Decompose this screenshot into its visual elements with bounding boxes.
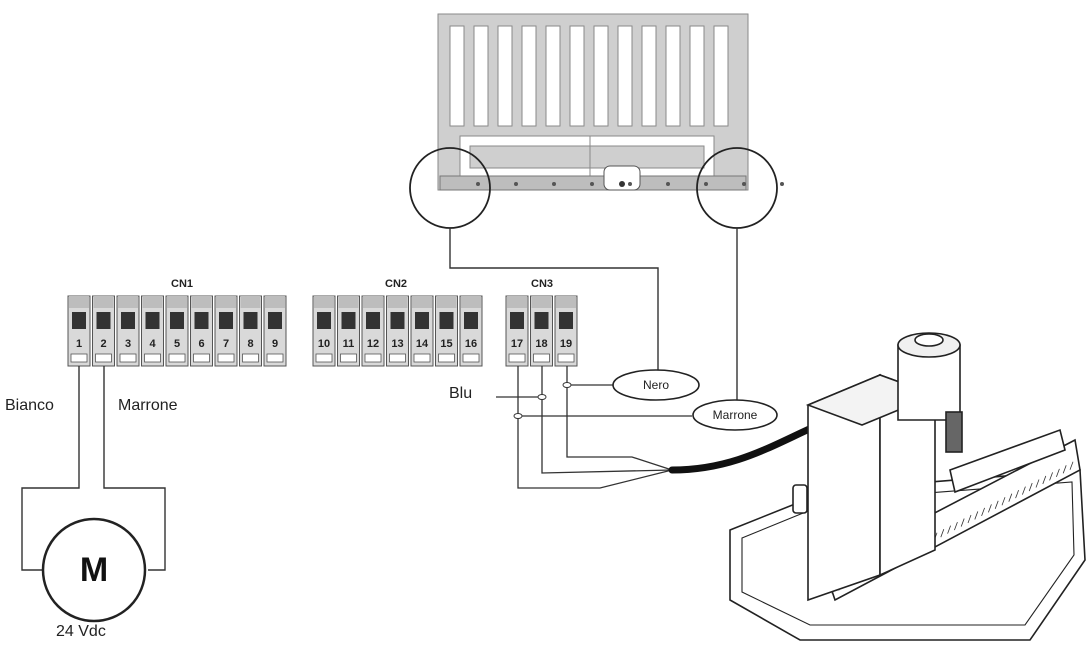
- terminal-14: [410, 295, 434, 367]
- terminal-blocks: [67, 295, 578, 367]
- terminal-13: [386, 295, 409, 367]
- blu-label: Blu: [449, 385, 473, 402]
- motor-symbol: [41, 517, 147, 623]
- marrone-tag: [692, 399, 778, 431]
- terminal-number-9: 9: [271, 338, 279, 350]
- terminal-number-19: 19: [559, 338, 573, 350]
- terminal-12: [361, 295, 385, 367]
- terminal-18: [530, 295, 553, 367]
- terminal-9: [263, 295, 287, 367]
- motor-voltage-label: 24 Vdc: [56, 623, 106, 640]
- gate-operator-illustration: [729, 332, 1086, 641]
- cn3-label: CN3: [531, 278, 554, 290]
- terminal-17: [505, 295, 529, 367]
- terminal-number-4: 4: [149, 338, 156, 350]
- terminal-number-14: 14: [415, 338, 429, 350]
- cn2-label: CN2: [385, 278, 408, 290]
- terminal-number-18: 18: [535, 338, 548, 350]
- terminal-number-6: 6: [198, 338, 205, 350]
- terminal-19: [554, 295, 578, 367]
- terminal-number-15: 15: [440, 338, 453, 350]
- terminal-5: [165, 295, 189, 367]
- terminal-1: [67, 295, 91, 367]
- terminal-number-12: 12: [366, 338, 380, 350]
- cn3-wiring: [496, 366, 692, 489]
- terminal-number-13: 13: [391, 338, 404, 350]
- terminal-4: [141, 295, 164, 367]
- terminal-3: [116, 295, 140, 367]
- terminal-7: [214, 295, 238, 367]
- gate-illustration: [437, 13, 784, 191]
- terminal-number-1: 1: [75, 338, 83, 350]
- terminal-number-3: 3: [124, 338, 132, 350]
- terminal-number-10: 10: [317, 338, 331, 350]
- terminal-6: [190, 295, 213, 367]
- terminal-15: [435, 295, 458, 367]
- terminal-10: [312, 295, 336, 367]
- terminal-number-5: 5: [173, 338, 181, 350]
- marrone-sensor-label: Marrone: [712, 408, 758, 422]
- terminal-number-16: 16: [464, 338, 478, 350]
- terminal-number-17: 17: [510, 338, 524, 350]
- terminal-number-11: 11: [342, 338, 355, 350]
- terminal-number-8: 8: [247, 338, 254, 350]
- cn1-label: CN1: [171, 278, 194, 290]
- bianco-label: Bianco: [5, 397, 54, 414]
- sensor-wire-left: [449, 228, 659, 370]
- nero-tag: [612, 369, 700, 401]
- motor-wiring: [21, 366, 166, 623]
- marrone-motor-label: Marrone: [118, 397, 178, 414]
- nero-label: Nero: [642, 378, 669, 392]
- motor-letter: M: [79, 551, 109, 589]
- terminal-number-7: 7: [222, 338, 230, 350]
- terminal-8: [239, 295, 262, 367]
- terminal-16: [459, 295, 483, 367]
- terminal-2: [92, 295, 115, 367]
- terminal-number-2: 2: [100, 338, 107, 350]
- terminal-11: [337, 295, 360, 367]
